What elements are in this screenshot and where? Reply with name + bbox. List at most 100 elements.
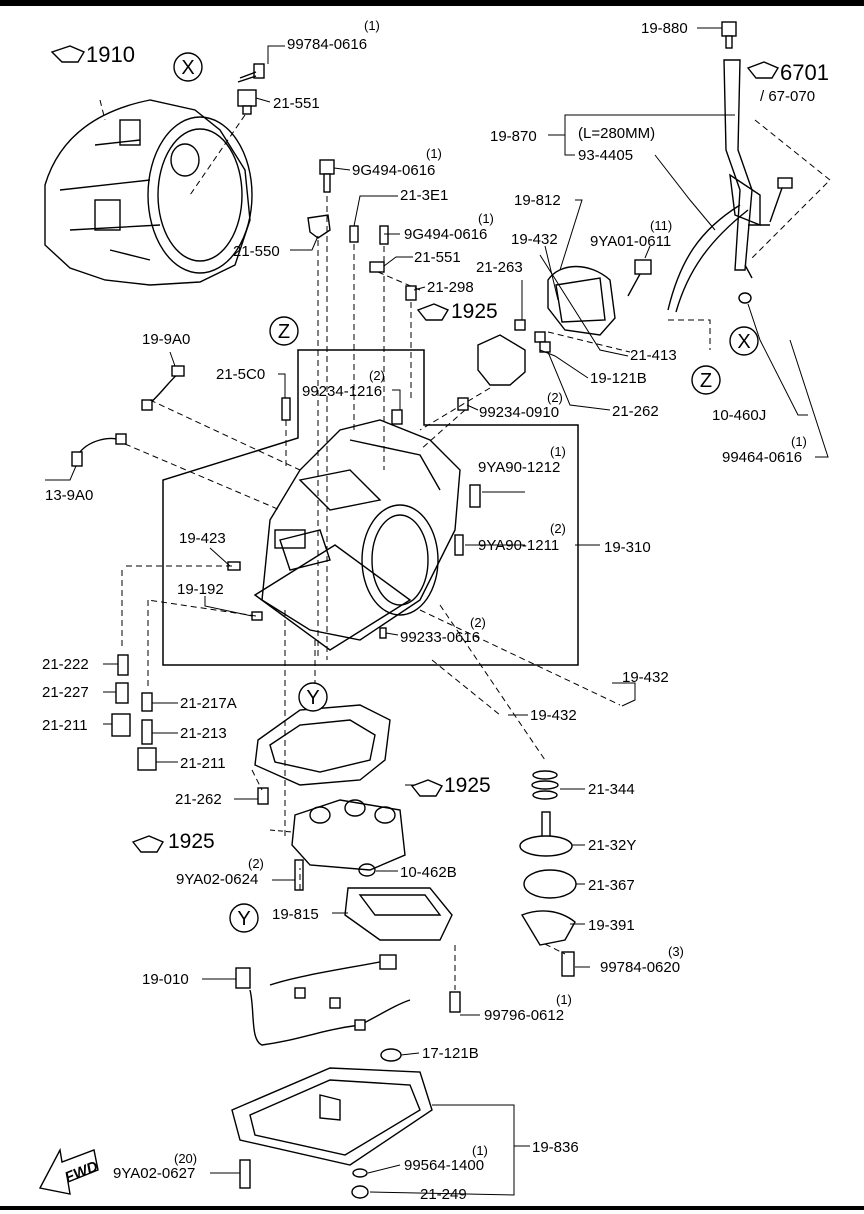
dipstick-tube-drawing (667, 21, 793, 313)
callout-label: 21-211 (42, 717, 88, 734)
callout-label: / 67-070 (760, 88, 815, 105)
callout-label: 10-460J (712, 407, 766, 424)
callout-label: 21-227 (42, 684, 89, 701)
callout-label: 21-367 (588, 877, 635, 894)
callout-labels: (1) 99784-0616 21-551 (1) 9G494-0616 21-… (42, 18, 815, 1203)
callout-label: 21-344 (588, 781, 635, 798)
callout-label: 21-211 (180, 755, 226, 772)
callout-label: 21-217A (180, 695, 237, 712)
callout-qty: (2) (550, 521, 566, 536)
transmission-case-drawing (253, 419, 461, 651)
marker-z-circle (691, 365, 721, 395)
callout-label: 99464-0616 (722, 449, 802, 466)
callout-label: 17-121B (422, 1045, 479, 1062)
callout-label: 21-262 (612, 403, 659, 420)
callout-label: 9YA90-1211 (478, 537, 559, 554)
callout-qty: (1) (426, 146, 442, 161)
oil-pump-cover-drawing (514, 259, 652, 353)
marker-z-circle (269, 316, 299, 346)
separator-plate-drawing (254, 704, 391, 805)
section-ref: 6701 (780, 60, 829, 85)
accumulator-parts-drawing (519, 770, 577, 977)
marker-label: Z (700, 370, 712, 392)
callout-label: 99233-0616 (400, 629, 480, 646)
circle-markers: X X Z Z Y Y (173, 52, 759, 933)
marker-y-circle (229, 903, 259, 933)
callout-label: 19-010 (142, 971, 189, 988)
valve-body-drawing (291, 799, 406, 891)
bolt-drawing (237, 63, 265, 115)
callout-label: 21-263 (476, 259, 523, 276)
callout-label: 19-836 (532, 1139, 579, 1156)
callout-label: 9G494-0616 (404, 226, 487, 243)
callout-label: 19-432 (511, 231, 558, 248)
callout-label: 19-391 (588, 917, 635, 934)
callout-label: 19-9A0 (142, 331, 190, 348)
oil-strainer-drawing (344, 887, 453, 941)
clutch-housing-drawing (44, 99, 253, 286)
callout-label: 9YA90-1212 (478, 459, 560, 476)
callout-qty: (2) (547, 390, 563, 405)
section-ref: 1910 (86, 42, 135, 67)
callout-label: 19-423 (179, 530, 226, 547)
valve-springs-drawing (111, 654, 157, 771)
callout-label: (L=280MM) (578, 125, 655, 142)
marker-y-circle (298, 682, 328, 712)
callout-qty: (1) (550, 444, 566, 459)
marker-label: X (737, 331, 750, 353)
callout-qty: (1) (478, 211, 494, 226)
bottom-border (0, 1206, 864, 1210)
callout-qty: (2) (470, 615, 486, 630)
callout-label: 93-4405 (578, 147, 633, 164)
callout-label: 21-550 (233, 243, 280, 260)
callout-qty: (1) (364, 18, 380, 33)
callout-label: 9YA02-0627 (113, 1165, 195, 1182)
small-bolts-drawing (307, 159, 417, 301)
callout-label: 21-249 (420, 1186, 467, 1203)
dashed-guides (99, 99, 831, 990)
callout-qty: (3) (668, 944, 684, 959)
callout-label: 19-815 (272, 906, 319, 923)
marker-x-circle (729, 326, 759, 356)
callout-label: 19-870 (490, 128, 537, 145)
callout-label: 21-413 (630, 347, 677, 364)
section-ref: 1925 (451, 300, 498, 323)
callout-qty: (11) (650, 218, 672, 233)
callout-label: 19-192 (177, 581, 224, 598)
marker-label: Y (237, 908, 250, 930)
callout-label: 21-5C0 (216, 366, 265, 383)
callout-label: 21-551 (273, 95, 320, 112)
marker-x-circle (173, 52, 203, 82)
callout-label: 13-9A0 (45, 487, 93, 504)
callout-label: 21-262 (175, 791, 222, 808)
marker-label: Y (306, 687, 319, 709)
callout-label: 10-462B (400, 864, 457, 881)
callout-qty: (20) (174, 1151, 197, 1166)
callout-label: 99784-0620 (600, 959, 680, 976)
section-ref: 1925 (444, 774, 491, 797)
callout-label: 19-121B (590, 370, 647, 387)
fwd-arrow-icon: FWD (38, 1147, 101, 1195)
section-ref: 1925 (168, 830, 215, 853)
callout-qty: (2) (369, 368, 385, 383)
valve-bracket-drawing (457, 334, 526, 411)
callout-label: 99234-1216 (302, 383, 382, 400)
section-references: 1910 6701 1925 1925 1925 (86, 42, 829, 853)
callout-qty: (1) (556, 992, 572, 1007)
callout-label: 21-213 (180, 725, 227, 742)
callout-label: 19-432 (622, 669, 669, 686)
callout-label: 9G494-0616 (352, 162, 435, 179)
callout-label: 99234-0910 (479, 404, 559, 421)
marker-label: Z (278, 321, 290, 343)
marker-label: X (181, 57, 194, 79)
callout-label: 21-32Y (588, 837, 636, 854)
callout-label: 19-880 (641, 20, 688, 37)
top-border (0, 0, 864, 6)
callout-label: 99796-0612 (484, 1007, 564, 1024)
reference-hand-icons (50, 45, 780, 853)
sensor-harness-drawing (71, 365, 185, 467)
oil-pan-drawing (231, 1067, 433, 1199)
dowel-pins-drawing (227, 397, 481, 639)
callout-label: 9YA01-0611 (590, 233, 671, 250)
